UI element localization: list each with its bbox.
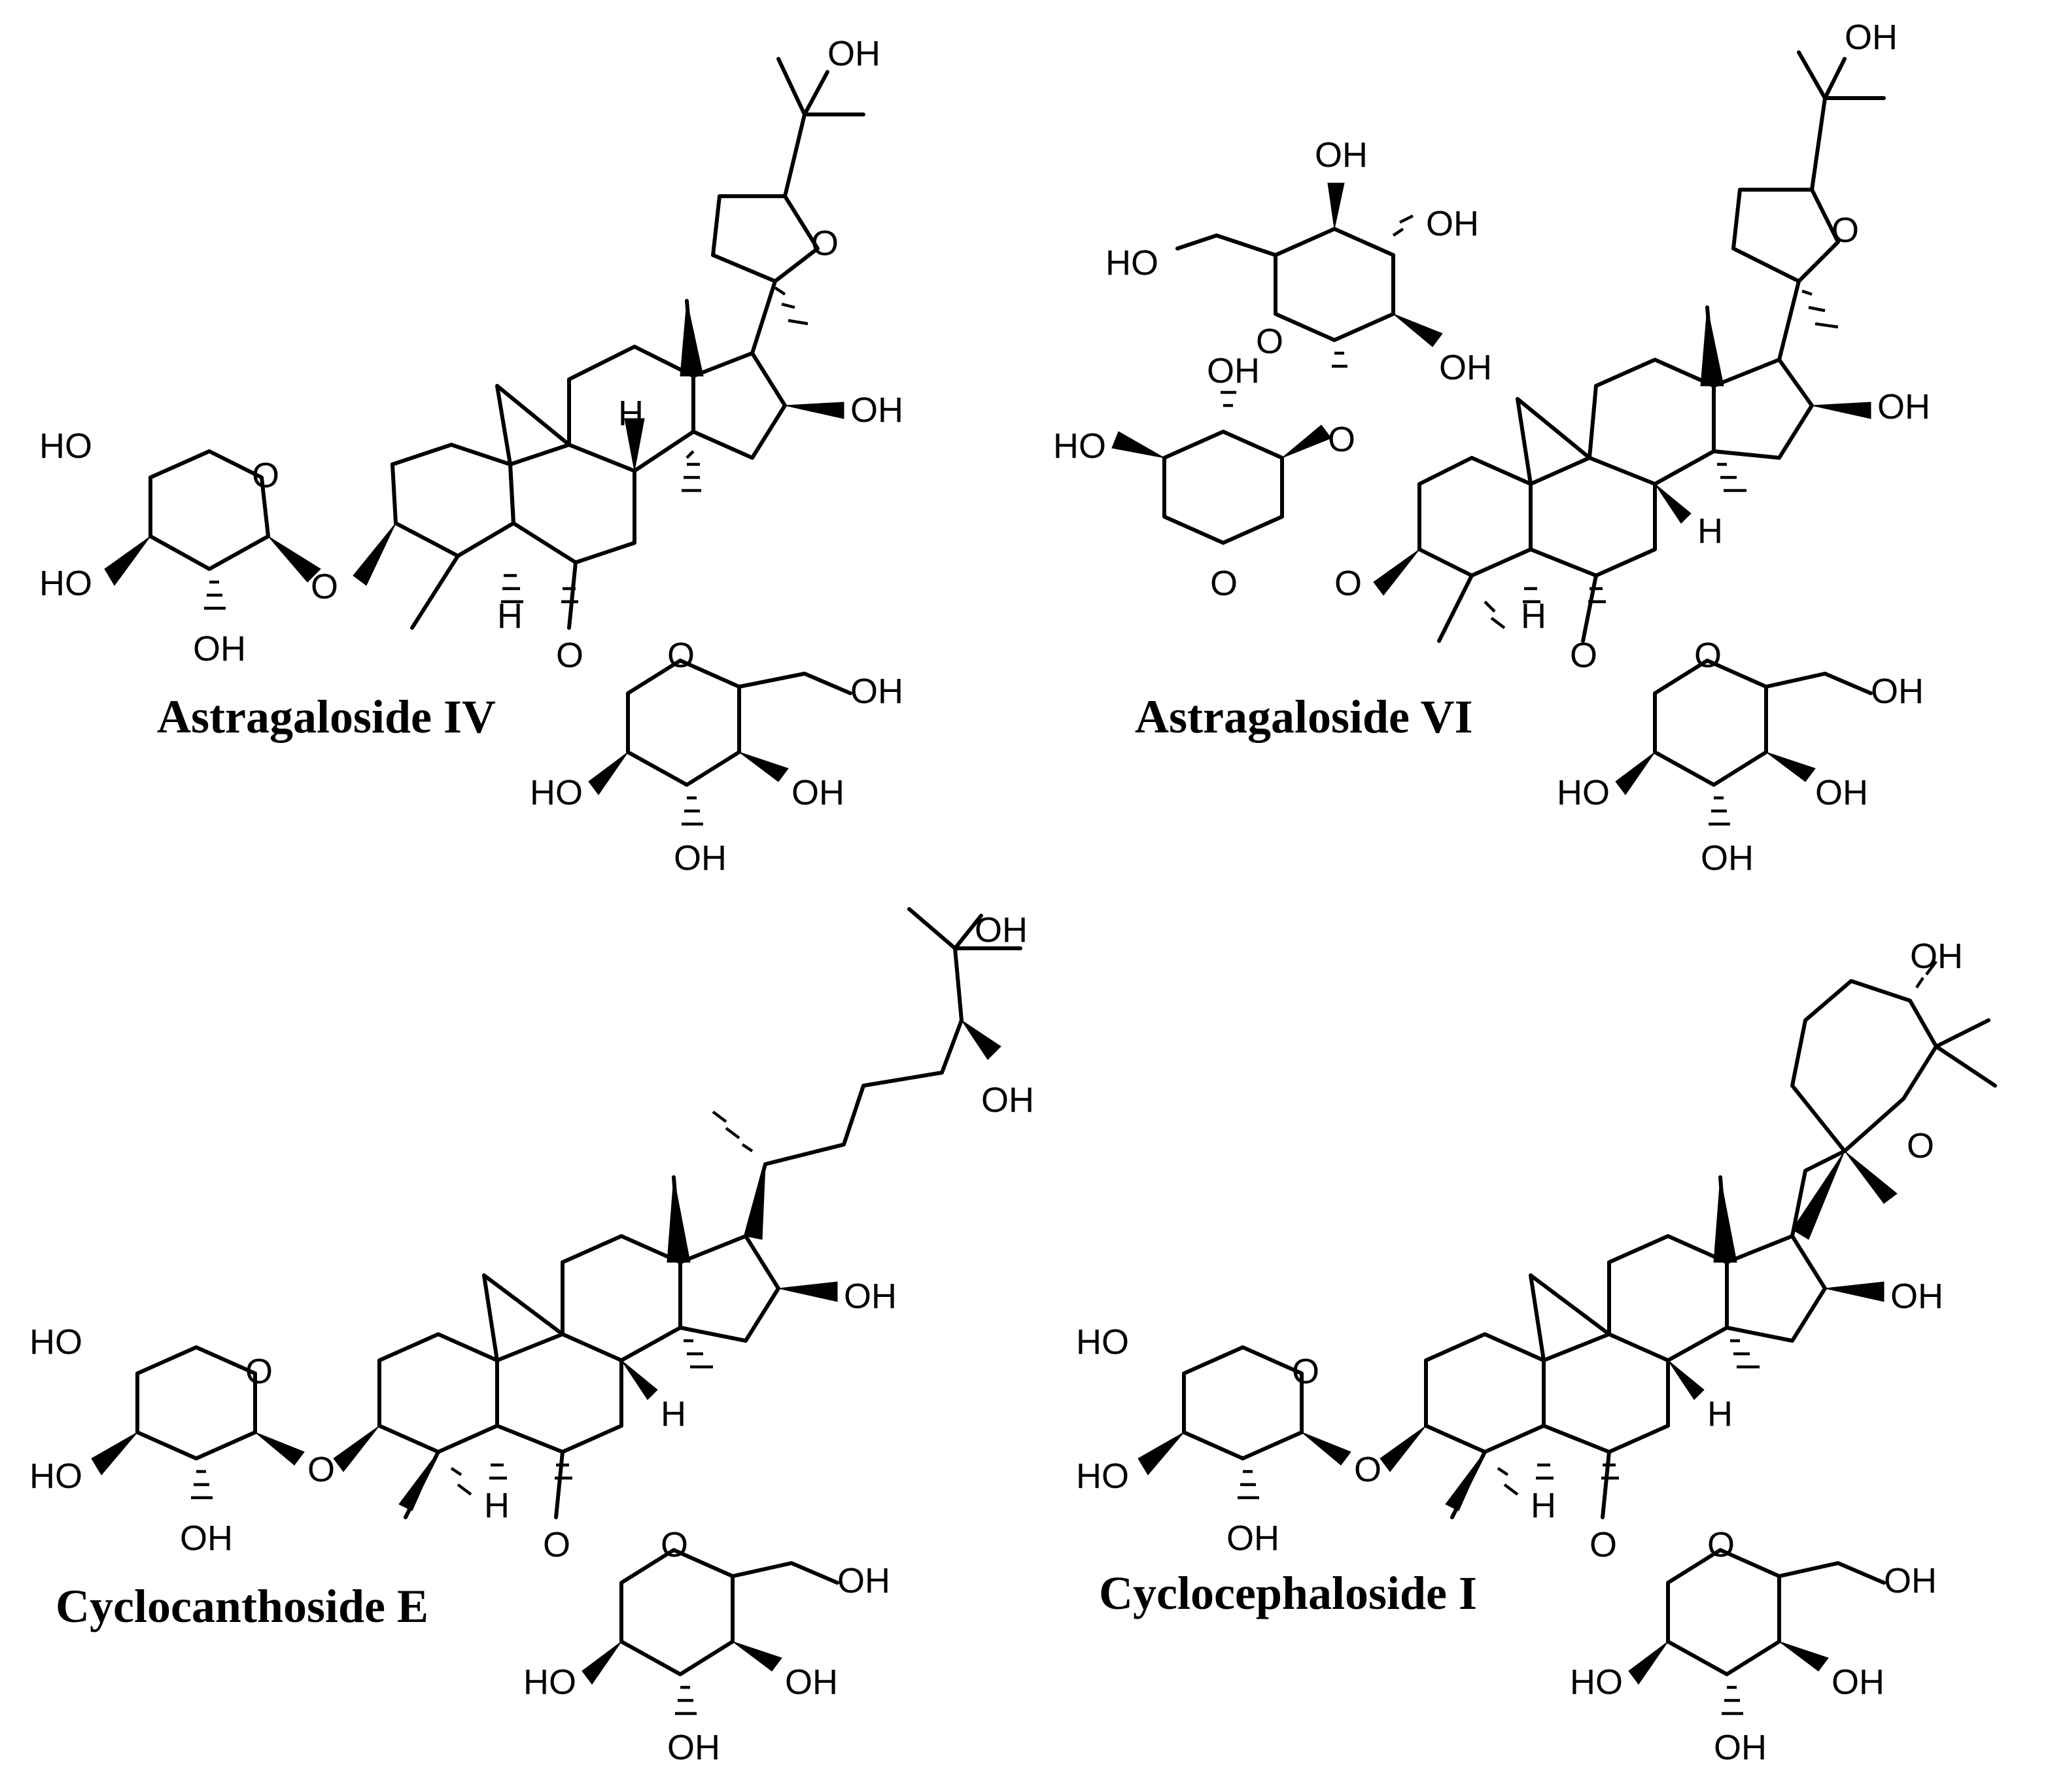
atom-labels: OH OH OH O O HO HO OH O O OH HO OH OH H … [29,910,1034,1767]
xylose-link-oxygen-label: O [311,567,338,606]
compound-cyclocanthoside-e: OH OH OH O O HO HO OH O O OH HO OH OH H … [29,907,1034,1767]
glucose-oh-bottom-label: OH [674,838,727,878]
glucose2-link-oxygen-label: O [1328,420,1355,459]
glucose2-oh-top-label: OH [1315,135,1368,175]
xylose-ho-top-label: HO [29,1322,82,1362]
stereo-wedges [91,1020,1001,1685]
c16-oh-label: OH [1890,1277,1943,1316]
skeleton-bonds [148,57,865,787]
glucose-ho-label: HO [530,773,583,812]
h5-label: H [484,1486,510,1525]
xylose-ring-oxygen-label: O [1210,564,1238,603]
xylose-link-oxygen-label: O [1334,564,1362,603]
glucose2-ho-ch2-label: HO [1105,243,1158,283]
furan-oxygen-label: O [811,224,839,263]
glucose-link-oxygen-label: O [543,1525,570,1564]
xylose-link-oxygen-label: O [307,1450,335,1489]
compound-name: Astragaloside IV [157,691,496,743]
h8-label: H [1707,1394,1733,1434]
compound-name: Astragaloside VI [1135,691,1473,743]
xylose-ring-oxygen-label: O [1292,1352,1319,1391]
furan-oxygen-label: O [1832,211,1859,250]
c16-oh-label: OH [844,1277,897,1316]
xylose-ho-mid-label: HO [29,1456,82,1496]
side-chain-oh-label: OH [1845,18,1898,57]
compound-astragaloside-iv: OH O OH O O HO HO OH O O OH HO OH OH H H… [39,34,903,878]
stereo-hashes [204,286,808,826]
glucose-ho-label: HO [1570,1663,1623,1702]
glucose-ho-label: HO [1557,773,1610,812]
xylose-oh-bottom-label: OH [1226,1519,1279,1558]
pyran-oxygen-label: O [1907,1126,1934,1165]
glucose-oh-bottom-label: OH [667,1728,720,1767]
glucose-oh-bottom-label: OH [1701,838,1754,878]
glucose-ch2oh-label: OH [1884,1561,1937,1600]
stereo-hashes [1238,960,1937,1715]
atom-labels: OH O OH O O HO HO OH O O OH HO OH OH H H [1076,937,1963,1767]
h5-label: H [497,596,523,636]
compound-astragaloside-vi: OH O OH O O HO OH O O HO OH OH OH O O OH… [1053,18,1930,878]
atom-labels: OH O OH O O HO OH O O HO OH OH OH O O OH… [1053,18,1930,878]
xylose-oh-bottom-label: OH [180,1519,233,1558]
stereo-hashes [191,1111,754,1715]
glucose-ring-oxygen-label: O [667,636,695,675]
glucose-link-oxygen-label: O [1570,636,1597,675]
side-chain-oh-label: OH [1910,937,1963,976]
xylose-ho-mid-label: HO [39,564,92,603]
compound-name: Cyclocanthoside E [56,1580,428,1632]
glucose-ho-label: HO [523,1663,576,1702]
xylose-ring-oxygen-label: O [245,1352,273,1391]
glucose-link-oxygen-label: O [556,636,583,675]
xylose-oh-bottom-label: OH [193,629,246,668]
h5-label: H [1531,1486,1556,1525]
glucose-ring-oxygen-label: O [1707,1525,1735,1564]
compound-name: Cyclocephaloside I [1099,1567,1477,1619]
glucose2-oh-right-label: OH [1426,204,1479,243]
side-chain-oh-top-label: OH [975,910,1028,950]
glucose-ch2oh-label: OH [837,1561,890,1600]
glucose-oh-right-label: OH [1832,1663,1885,1702]
stereo-wedges [1138,1150,1898,1685]
h5-label: H [1521,596,1546,636]
glucose-ch2oh-label: OH [1871,672,1924,711]
c16-oh-label: OH [1877,387,1930,426]
xylose-link-oxygen-label: O [1354,1450,1381,1489]
glucose-oh-right-label: OH [1815,773,1868,812]
skeleton-bonds [1162,50,1886,787]
side-chain-oh-24-label: OH [981,1080,1034,1120]
xylose-ho-top-label: HO [1053,426,1106,466]
xylose-ho-top-label: HO [39,426,92,466]
atom-labels: OH O OH O O HO HO OH O O OH HO OH OH H H [39,34,903,878]
compound-cyclocephaloside-i: OH O OH O O HO HO OH O O OH HO OH OH H H… [1076,937,1997,1767]
glucose-oh-right-label: OH [791,773,844,812]
h8-label: H [661,1394,686,1434]
c16-oh-label: OH [850,390,903,430]
glucose-ring-oxygen-label: O [661,1525,688,1564]
xylose-ho-top-label: HO [1076,1322,1129,1362]
stereo-wedges [1111,182,1871,795]
glucose-ring-oxygen-label: O [1694,636,1722,675]
xylose-ring-oxygen-label: O [252,456,279,495]
glucose2-oh-bottom-label: OH [1439,348,1492,387]
xylose-oh-top-label: OH [1207,351,1260,390]
h8-label: H [618,394,644,433]
h8-label: H [1697,511,1723,551]
glucose-ch2oh-label: OH [850,672,903,711]
glucose-oh-bottom-label: OH [1714,1728,1767,1767]
glucose-link-oxygen-label: O [1589,1525,1617,1564]
glucose2-ring-oxygen-label: O [1256,322,1283,361]
xylose-ho-mid-label: HO [1076,1456,1129,1496]
glucose-oh-right-label: OH [785,1663,838,1702]
side-chain-oh-label: OH [827,34,880,73]
stereo-wedges [104,300,844,795]
stereo-hashes [1221,214,1839,826]
